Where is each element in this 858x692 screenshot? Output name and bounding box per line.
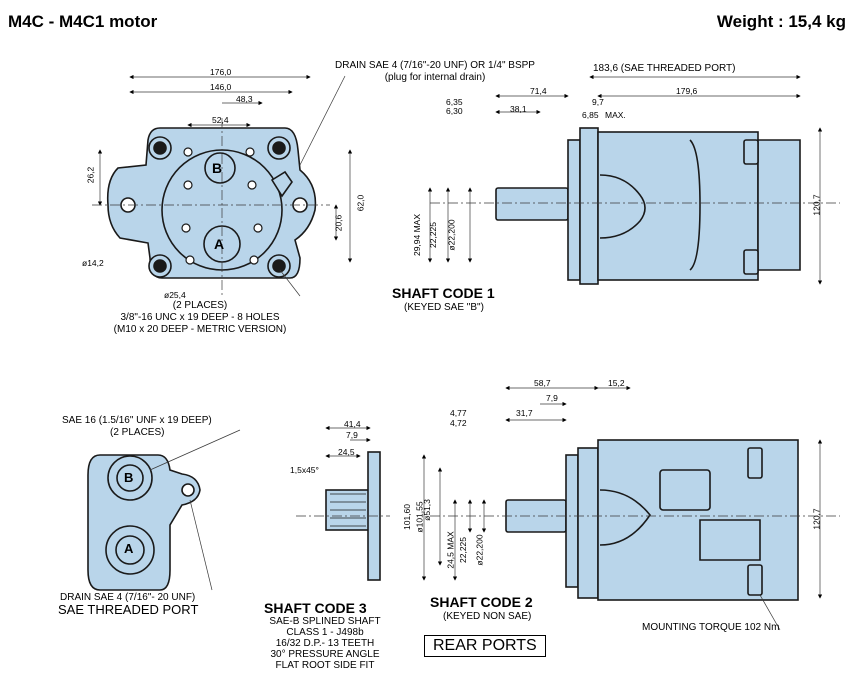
shaft-code-1: SHAFT CODE 1 (392, 285, 495, 301)
dim-d25: ø25,4 (164, 290, 186, 300)
drain-note-line1: DRAIN SAE 4 (7/16"-20 UNF) OR 1/4" BSPP (335, 60, 535, 71)
drain-note: DRAIN SAE 4 (7/16"-20 UNF) OR 1/4" BSPP … (320, 60, 550, 84)
dim-587: 58,7 (534, 378, 551, 388)
mounting-torque: MOUNTING TORQUE 102 Nm (642, 622, 780, 633)
dim-20: 20,6 (333, 214, 344, 232)
dim-245-s3: 24,5 (338, 447, 355, 457)
side-view-1-body (495, 127, 801, 285)
weight-label: Weight : 15,4 kg (716, 12, 846, 31)
dim-245max: 24,5 MAX (445, 531, 456, 569)
shaft-3-desc-5: FLAT ROOT SIDE FIT (275, 660, 375, 671)
port-a-label: A (214, 236, 225, 252)
dim-176: 176,0 (210, 67, 232, 77)
dim-477: 4,77 (450, 408, 467, 418)
rear-view-body (87, 454, 201, 591)
dim-26: 26,2 (85, 166, 96, 184)
note-metric: (M10 x 20 DEEP - METRIC VERSION) (113, 324, 287, 335)
rear-port-b: B (124, 470, 134, 485)
dim-22225-2: 22,225 (458, 537, 468, 563)
dim-685: 6,85 (582, 110, 599, 120)
dim-38: 38,1 (510, 104, 527, 114)
shaft-3-desc: SAE-B SPLINED SHAFT CLASS 1 - J498b 16/3… (255, 616, 395, 671)
port-b-label: B (212, 160, 223, 176)
drain-note-line2: (plug for internal drain) (384, 72, 486, 83)
note-2-places: (2 PLACES) (172, 300, 228, 311)
dim-630: 6,30 (446, 106, 463, 116)
dim-48: 48,3 (236, 94, 253, 104)
rear-note-2: (2 PLACES) (110, 427, 165, 438)
dim-71: 71,4 (530, 86, 547, 96)
dim-max: MAX. (605, 110, 626, 120)
rear-ports-label: REAR PORTS (424, 635, 546, 657)
dim-120-1: 120,7 (811, 194, 822, 216)
shaft-3-desc-4: 30° PRESSURE ANGLE (270, 649, 380, 660)
rear-note-1: SAE 16 (1.5/16" UNF x 19 DEEP) (62, 415, 212, 426)
front-view-body (106, 127, 317, 279)
dim-179: 179,6 (676, 86, 698, 96)
dim-414: 41,4 (344, 419, 361, 429)
page-title: M4C - M4C1 motor (8, 12, 158, 31)
shaft-3-desc-2: CLASS 1 - J498b (286, 627, 364, 638)
dim-635: 6,35 (446, 97, 463, 107)
dim-chamfer: 1,5x45° (290, 465, 319, 475)
rear-drain-2: SAE THREADED PORT (58, 602, 199, 617)
note-holes: 3/8"-16 UNC x 19 DEEP - 8 HOLES (120, 312, 280, 323)
dim-79-s3: 7,9 (346, 430, 358, 440)
shaft-code-2: SHAFT CODE 2 (430, 594, 533, 610)
dim-146: 146,0 (210, 82, 232, 92)
dim-22200-1: ø22,200 (446, 219, 457, 251)
dim-317: 31,7 (516, 408, 533, 418)
dim-10160: 101,60 (402, 504, 412, 530)
dim-513: ø51,3 (421, 499, 432, 521)
dim-22225-1: 22,225 (428, 222, 438, 248)
rear-port-a: A (124, 541, 134, 556)
shaft-code-1-desc: (KEYED SAE "B") (404, 302, 484, 313)
rear-drain-1: DRAIN SAE 4 (7/16"- 20 UNF) (60, 592, 196, 603)
dim-2994: 29,94 MAX (412, 213, 423, 257)
dim-52: 52,4 (212, 115, 229, 125)
dim-120-2: 120,7 (811, 508, 822, 530)
shaft-code-2-desc: (KEYED NON SAE) (443, 611, 532, 622)
front-view-notes: (2 PLACES) 3/8"-16 UNC x 19 DEEP - 8 HOL… (100, 300, 300, 336)
dim-62: 62,0 (355, 194, 366, 212)
dim-152: 15,2 (608, 378, 625, 388)
dimension-lines (92, 74, 840, 631)
shaft-3-desc-3: 16/32 D.P.- 13 TEETH (275, 638, 375, 649)
dim-472: 4,72 (450, 418, 467, 428)
dim-22200-2: ø22,200 (474, 534, 485, 566)
dim-183: 183,6 (SAE THREADED PORT) (593, 63, 736, 74)
side-view-2-body (505, 439, 799, 601)
dim-97: 9,7 (592, 97, 604, 107)
shaft-code-3: SHAFT CODE 3 (264, 600, 367, 616)
shaft-3-desc-1: SAE-B SPLINED SHAFT (269, 616, 381, 627)
dim-d14: ø14,2 (82, 258, 104, 268)
dim-79-s2: 7,9 (546, 393, 558, 403)
